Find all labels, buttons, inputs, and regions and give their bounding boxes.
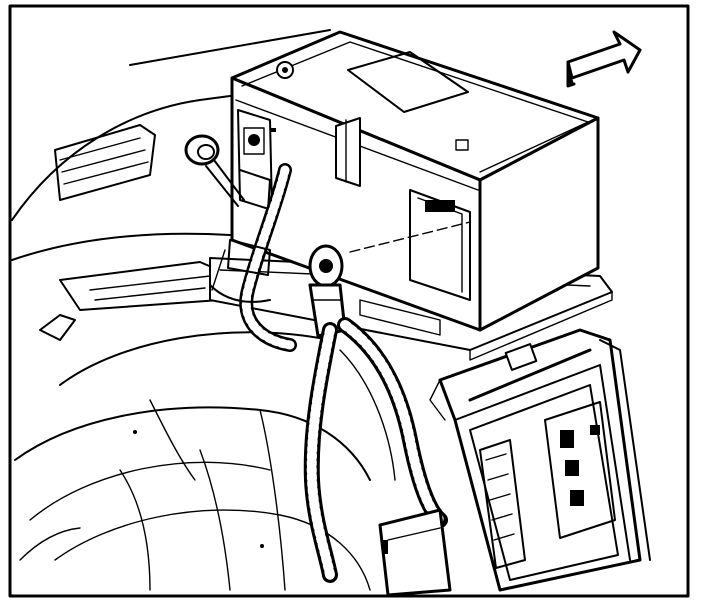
fender-panel [11, 29, 331, 341]
corrugated-conduit [209, 163, 297, 352]
wheelhouse-panel [14, 331, 396, 591]
battery-vent-label [347, 51, 469, 113]
corrugated-conduit [303, 317, 448, 583]
direction-arrow-icon [566, 30, 642, 88]
battery [230, 30, 600, 332]
ecm-connector [378, 508, 452, 597]
diagram-border [8, 4, 690, 598]
positive-battery-terminal [308, 244, 344, 288]
battery-hold-down-strap [335, 117, 361, 187]
ground-eyelet-terminal [184, 134, 245, 207]
engine-control-module [429, 328, 651, 592]
negative-battery-terminal [237, 109, 273, 211]
